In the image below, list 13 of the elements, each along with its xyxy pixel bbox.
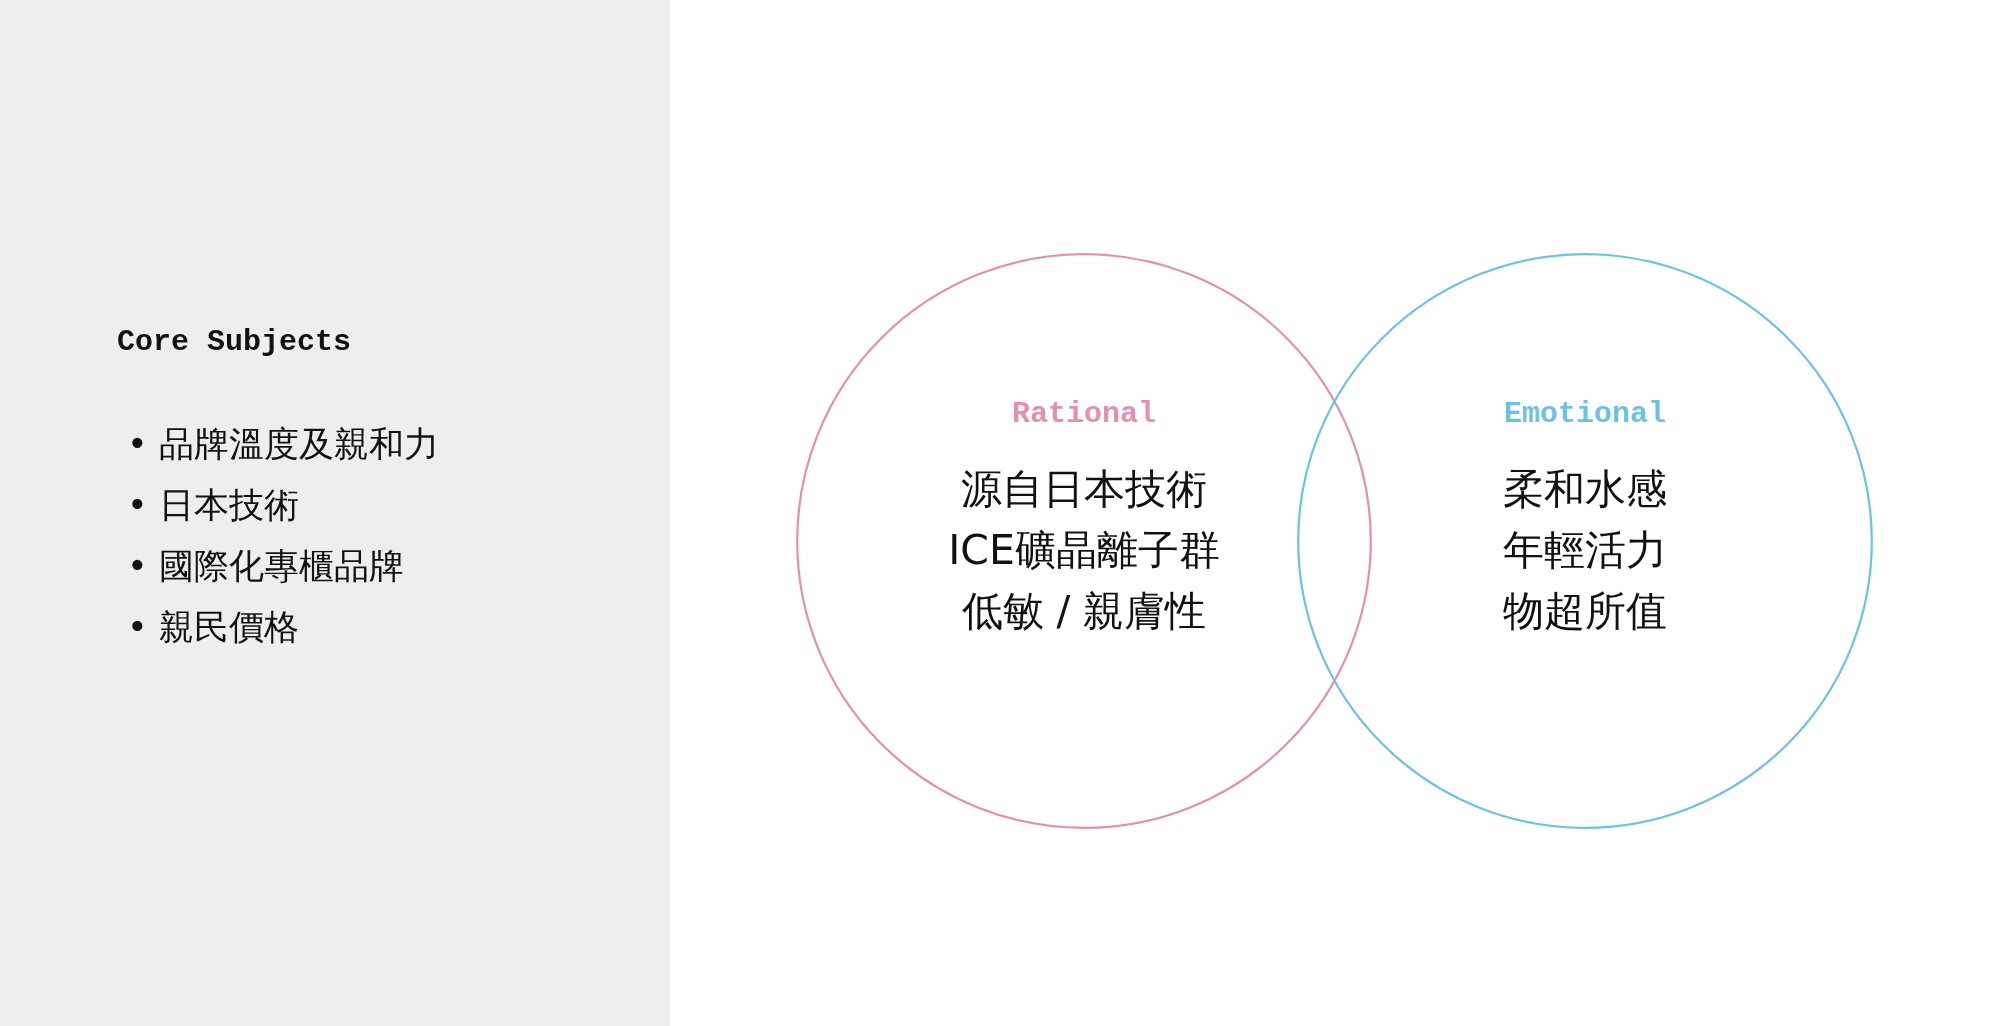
bullet-item: • 親民價格 (127, 606, 299, 648)
circle-text: 物超所值 (1503, 587, 1667, 635)
bullet-item: • 日本技術 (127, 484, 299, 526)
circle-text: 低敏 / 親膚性 (961, 587, 1207, 635)
circle-text: 年輕活力 (1503, 526, 1667, 574)
circle-heading: Rational (1012, 396, 1156, 432)
circle-heading: Emotional (1504, 396, 1666, 432)
circle-text: ICE礦晶離子群 (948, 526, 1220, 574)
bullet-item: • 品牌溫度及親和力 (127, 423, 439, 465)
panel-heading: Core Subjects (117, 324, 352, 360)
circle-text: 源自日本技術 (961, 465, 1207, 513)
circle-text: 柔和水感 (1503, 465, 1667, 513)
bullet-item: • 國際化專櫃品牌 (127, 545, 404, 587)
